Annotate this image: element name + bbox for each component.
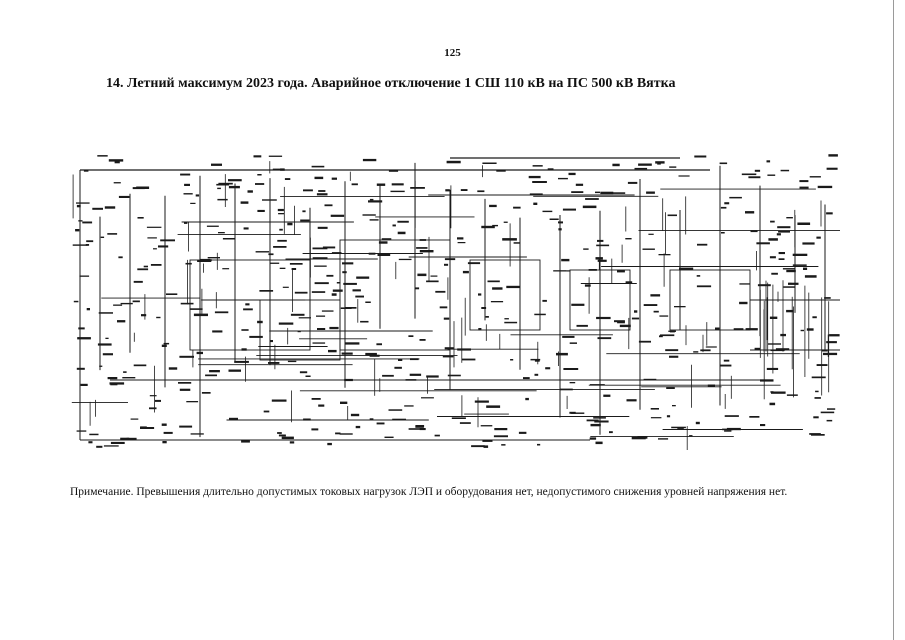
page-edge-line	[893, 0, 894, 640]
page-note: Примечание. Превышения длительно допусти…	[70, 486, 788, 498]
page-number: 125	[444, 47, 461, 59]
page-title: 14. Летний максимум 2023 года. Аварийное…	[106, 76, 676, 91]
power-grid-schematic	[71, 154, 840, 450]
schematic-label-marks	[72, 154, 840, 448]
